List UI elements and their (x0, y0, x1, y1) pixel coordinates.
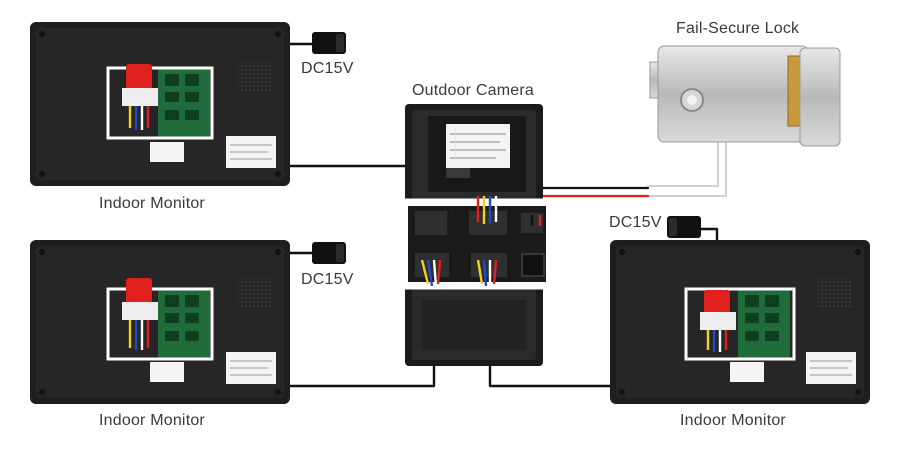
fail-secure-lock (649, 45, 841, 147)
dc15v-label-3: DC15V (609, 214, 662, 231)
dc15v-label-1: DC15V (301, 60, 354, 77)
dc-adapter-2 (312, 242, 346, 264)
indoor-monitor-1-label: Indoor Monitor (99, 195, 205, 212)
indoor-monitor-3-label: Indoor Monitor (680, 412, 786, 429)
lock-label: Fail-Secure Lock (676, 20, 800, 37)
indoor-monitor-3 (610, 240, 870, 404)
indoor-monitor-2 (30, 240, 290, 404)
dc-adapter-3 (667, 216, 701, 238)
lock-wire-white-b (647, 139, 727, 197)
outdoor-camera (400, 104, 554, 366)
indoor-monitor-1 (30, 22, 290, 186)
outdoor-camera-label: Outdoor Camera (412, 82, 534, 99)
indoor-monitor-2-label: Indoor Monitor (99, 412, 205, 429)
dc15v-label-2: DC15V (301, 271, 354, 288)
dc-adapter-1 (312, 32, 346, 54)
lock-wire-red (538, 194, 650, 217)
lock-wire-white-a (647, 139, 719, 187)
